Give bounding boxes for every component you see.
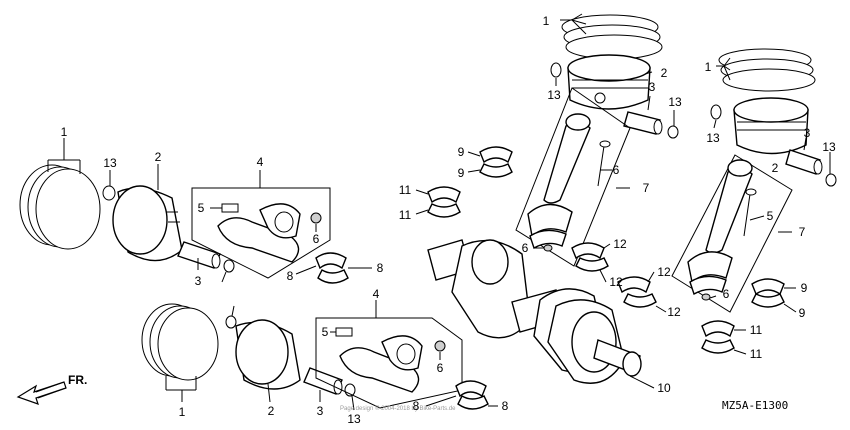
- callout-label: 13: [822, 140, 836, 154]
- callout-label: 4: [257, 155, 264, 169]
- piston-pin-upper-right: [623, 111, 663, 135]
- callout-label: 1: [543, 14, 550, 28]
- bearing-pair-11-right: [701, 320, 735, 354]
- callout-label: 1: [179, 405, 186, 419]
- piston-ring-set-left-top: [19, 164, 101, 250]
- clip-upper-right-b: [667, 125, 679, 139]
- callout-label: 13: [103, 156, 117, 170]
- leader-lines: [47, 13, 831, 411]
- callout-label: 7: [643, 181, 650, 195]
- watermark-text: Page design © 2004-2018 by Bike-Parts.de: [340, 405, 456, 412]
- piston-ring-set-left-bottom: [141, 303, 219, 381]
- callout-label: 12: [609, 275, 623, 289]
- callout-label: 7: [799, 225, 806, 239]
- clip-upper-right-a: [550, 62, 562, 78]
- callout-label: 3: [804, 126, 811, 140]
- connecting-rod-group-center: [515, 87, 631, 267]
- callout-label: 11: [399, 183, 412, 197]
- callout-label: 12: [667, 305, 681, 319]
- connecting-rod-group-left-lower: [315, 317, 463, 409]
- bearing-pair-9-right: [751, 278, 785, 308]
- callout-label: 2: [268, 404, 275, 418]
- front-direction-arrow: FR.: [16, 373, 87, 405]
- clip-far-right-a: [710, 104, 722, 120]
- piston-ring-set-far-right: [718, 48, 816, 92]
- callout-label: 1: [61, 125, 68, 139]
- callout-label: 3: [195, 274, 202, 288]
- bearing-pair-12-lower: [617, 276, 657, 308]
- callout-label: 2: [772, 161, 779, 175]
- clip-left-bottom-a: [225, 315, 237, 329]
- crankshaft: [427, 239, 642, 384]
- callout-label: 2: [661, 66, 668, 80]
- callout-label: 11: [750, 347, 763, 361]
- callout-label: 9: [458, 145, 465, 159]
- callout-label: 12: [613, 237, 627, 251]
- piston-pin-left-top: [177, 241, 221, 269]
- piston-left-bottom: [235, 319, 301, 390]
- piston-pin-far-right: [785, 149, 823, 175]
- callout-label: 8: [377, 261, 384, 275]
- callout-label: 5: [767, 209, 774, 223]
- callout-label: 6: [613, 163, 620, 177]
- clip-left-top-b: [223, 259, 235, 273]
- callout-label: 11: [399, 208, 412, 222]
- callout-label: 4: [373, 287, 380, 301]
- connecting-rod-group-right: [671, 154, 793, 313]
- callout-label: 3: [649, 80, 656, 94]
- callout-label: 8: [413, 399, 420, 413]
- callout-label: 6: [437, 361, 444, 375]
- callout-label: 13: [706, 131, 720, 145]
- bearing-pair-8-left-upper: [315, 252, 349, 284]
- callout-label: 13: [668, 95, 682, 109]
- connecting-rod-group-left-upper: [191, 187, 331, 279]
- piston-ring-set-upper-right: [561, 14, 663, 60]
- diagram-code: MZ5A-E1300: [722, 399, 788, 412]
- clip-left-top-a: [102, 185, 116, 201]
- bearing-pair-8-left-lower: [455, 380, 489, 410]
- callout-label: 12: [657, 265, 671, 279]
- callout-label: 10: [657, 381, 671, 395]
- bearing-pair-11-center: [427, 186, 461, 218]
- callout-label: 11: [750, 323, 763, 337]
- callout-labels: 1 2 13 3 13 1 2 3 13 13 2 1 3 13 1 2 3 1…: [61, 14, 836, 426]
- clip-far-right-b: [825, 173, 837, 187]
- bearing-pair-9-center: [479, 146, 513, 178]
- bearing-pair-12-upper: [571, 242, 609, 272]
- callout-label: 6: [522, 241, 529, 255]
- callout-label: 9: [458, 166, 465, 180]
- piston-upper-right: [567, 54, 651, 110]
- callout-label: 13: [347, 412, 361, 426]
- callout-label: 1: [705, 60, 712, 74]
- callout-label: 9: [801, 281, 808, 295]
- callout-label: 9: [799, 306, 806, 320]
- callout-label: 8: [502, 399, 509, 413]
- piston-far-right: [733, 97, 809, 155]
- piston-left-top: [112, 185, 183, 262]
- callout-label: 5: [322, 325, 329, 339]
- callout-label: 5: [198, 201, 205, 215]
- callout-label: 2: [155, 150, 162, 164]
- callout-label: 6: [723, 287, 730, 301]
- callout-label: 13: [547, 88, 561, 102]
- callout-label: 3: [317, 404, 324, 418]
- callout-label: 6: [313, 232, 320, 246]
- front-direction-label: FR.: [68, 373, 87, 387]
- callout-label: 8: [287, 269, 294, 283]
